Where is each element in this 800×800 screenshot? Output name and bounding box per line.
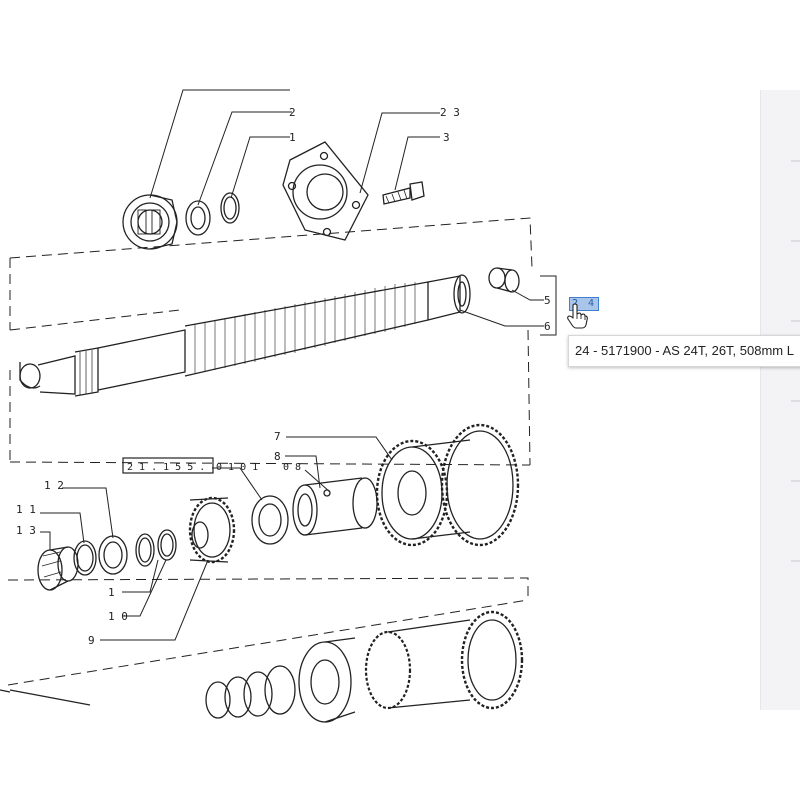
flange-part-23[interactable] (282, 141, 369, 241)
bolt-part-3[interactable] (382, 181, 425, 205)
panel-tick (791, 160, 800, 162)
reference-link-label: 2 1 . 1 5 5 . (127, 462, 205, 473)
reference-link-box[interactable]: 2 1 . 1 5 5 . 0 1 0 1 (122, 457, 258, 474)
callout-08: 0 8 (283, 462, 301, 473)
ring-part-10b[interactable] (135, 533, 155, 567)
snap-ring-part-1[interactable] (220, 192, 240, 224)
callout-23: 2 3 (440, 106, 460, 119)
ring-part-2[interactable] (185, 200, 211, 236)
panel-tick (791, 400, 800, 402)
gear-part-9[interactable] (188, 496, 236, 564)
callout-13: 1 3 (16, 524, 36, 537)
panel-tick (791, 480, 800, 482)
thrust-washer-part[interactable] (251, 495, 289, 545)
callout-5: 5 (544, 294, 551, 307)
reference-link-suffix: 0 1 0 1 (216, 462, 258, 473)
callout-1: 1 (289, 131, 296, 144)
callout-11: 1 1 (16, 503, 36, 516)
main-shaft-part-6[interactable] (19, 274, 471, 397)
lower-shaft-assembly[interactable] (0, 610, 524, 723)
gear-cluster-part-7[interactable] (375, 423, 520, 547)
panel-tick (791, 560, 800, 562)
bearing-part-12[interactable] (98, 535, 128, 575)
right-side-panel (760, 90, 800, 710)
group-boundary-dashes (7, 217, 533, 686)
callout-12: 1 2 (44, 479, 64, 492)
callout-3: 3 (443, 131, 450, 144)
callout-1-lower: 1 (108, 586, 115, 599)
bushing-part-5[interactable] (488, 267, 520, 293)
callout-10: 1 0 (108, 610, 128, 623)
panel-tick (791, 320, 800, 322)
panel-tick (791, 240, 800, 242)
callout-9: 9 (88, 634, 95, 647)
needle-bearing-part-13[interactable] (37, 546, 79, 591)
sleeve-part-8[interactable] (292, 477, 378, 536)
leader-lines (40, 89, 557, 641)
callout-2: 2 (289, 106, 296, 119)
callout-6: 6 (544, 320, 551, 333)
part-tooltip: 24 - 5171900 - AS 24T, 26T, 508mm L (568, 335, 800, 367)
callout-8: 8 (274, 450, 281, 463)
snap-ring-part-10[interactable] (157, 529, 177, 561)
callout-7: 7 (274, 430, 281, 443)
hand-pointer-icon (567, 303, 588, 329)
bearing-part[interactable] (122, 194, 178, 250)
